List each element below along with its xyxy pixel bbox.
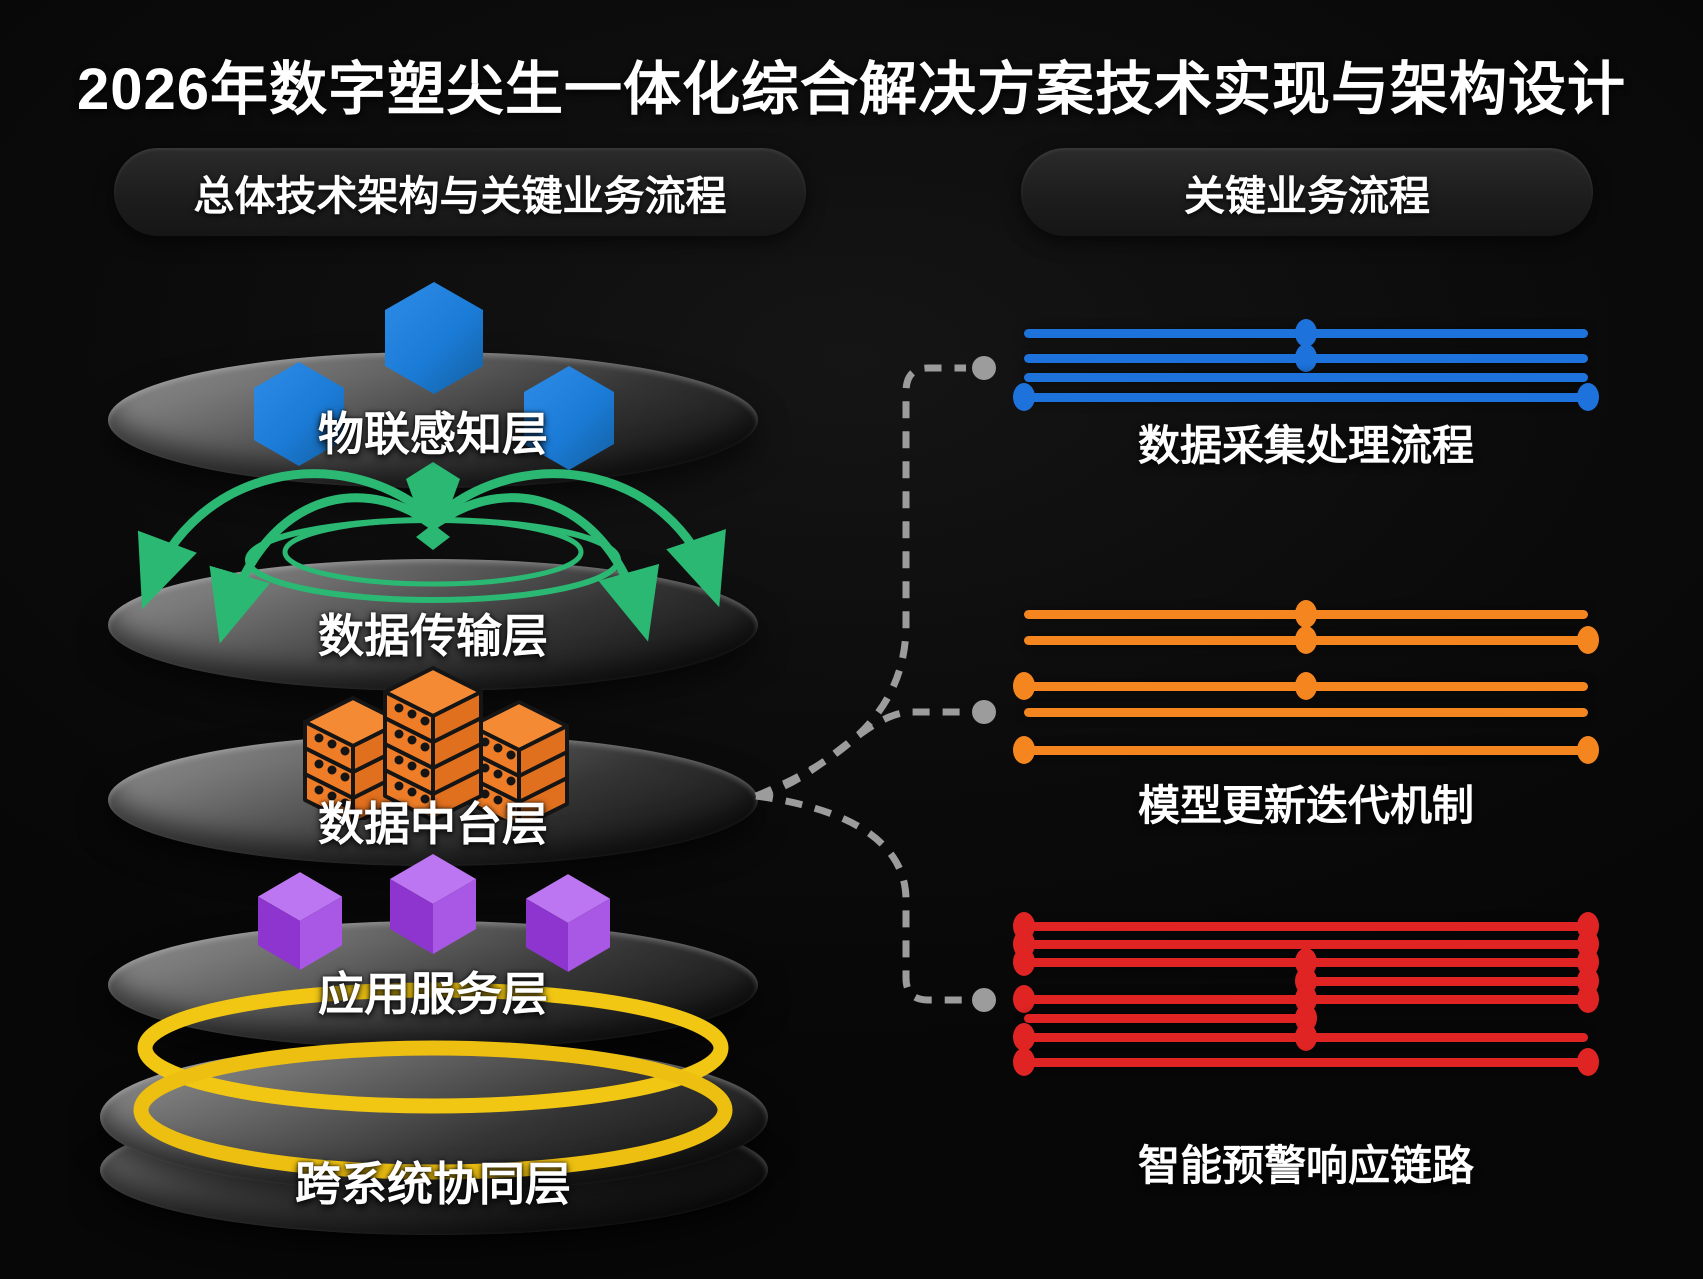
cube-icon [390,854,476,954]
flow-node-dot [1013,736,1035,764]
flow-node-dot [1013,985,1035,1013]
flow-node-dot [1295,1023,1317,1051]
flow-group-model-update [1010,600,1602,775]
flow-line [1024,372,1588,382]
hexagon-icon [254,362,344,466]
flow-node-dot [1013,1048,1035,1076]
flow-line [1024,707,1588,717]
hexagon-icon [524,366,614,470]
flow-line [1024,921,1588,931]
left-panel-header-label: 总体技术架构与关键业务流程 [193,173,727,219]
flow-label-alert-response: 智能预警响应链路 [1137,1142,1474,1189]
flow-node-dot [1577,626,1599,654]
connector-node-dot [972,356,996,1012]
flow-line [1024,745,1588,755]
flow-line [1024,1057,1588,1067]
layer-label-cross-system: 跨系统协同层 [295,1158,571,1210]
flow-line [1024,1013,1306,1023]
flow-line [1306,976,1588,986]
cube-icon [526,874,610,972]
dashed-connector [754,364,966,1004]
flow-label-model-update: 模型更新迭代机制 [1137,782,1474,829]
page-title: 2026年数字塑尖生一体化综合解决方案技术实现与架构设计 [76,57,1627,122]
flow-node-dot [1013,948,1035,976]
flow-group-data-collection [1010,300,1602,430]
layer-label-application: 应用服务层 [318,968,548,1020]
flow-node-dot [1013,672,1035,700]
layer-label-transmission: 数据传输层 [318,610,548,662]
flow-line [1024,392,1588,402]
flow-node-dot [1013,1023,1035,1051]
hexagon-icon [385,282,483,394]
right-panel-header-label: 关键业务流程 [1184,173,1430,219]
flow-node-dot [1577,736,1599,764]
flow-node-dot [1295,319,1317,347]
flow-node-dot [1577,1048,1599,1076]
right-panel-header: 关键业务流程 [1021,148,1593,236]
flow-node-dot [1013,383,1035,411]
flow-line [1024,939,1588,949]
flow-node-dot [1577,985,1599,1013]
flow-node-dot [1295,672,1317,700]
left-panel-header: 总体技术架构与关键业务流程 [114,148,806,236]
flow-node-dot [1295,600,1317,628]
flow-node-dot [1295,344,1317,372]
flow-node-dot [1577,383,1599,411]
layer-label-middle-platform: 数据中台层 [318,798,548,850]
cube-icon [258,872,342,970]
flow-label-data-collection: 数据采集处理流程 [1137,422,1474,469]
flow-group-alert-response [1010,912,1602,1087]
layer-label-iot: 物联感知层 [318,408,548,460]
flow-node-dot [1295,626,1317,654]
